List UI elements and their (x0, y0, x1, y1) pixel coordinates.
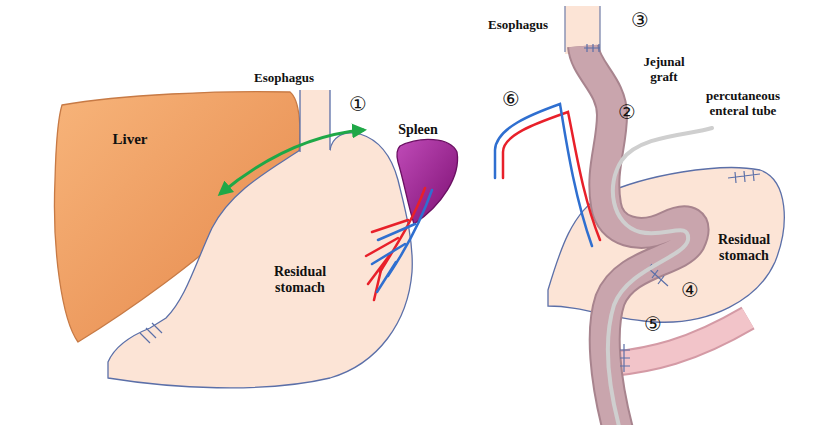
suture-marks (728, 170, 760, 183)
stomach-shape (548, 168, 784, 323)
organ-label: Liver (113, 131, 148, 148)
callout-number: ⑥ (502, 88, 520, 111)
callout-number: ② (618, 101, 636, 124)
graft-vessels (495, 104, 600, 246)
stomach-shape (104, 126, 416, 396)
suture-marks (646, 264, 668, 286)
callout-number: ⑤ (644, 313, 662, 336)
rotation-arrow (220, 130, 364, 194)
organ-label: Residual stomach (718, 232, 770, 264)
esophagus-outline (300, 90, 330, 152)
part-label: Jejunal graft (643, 55, 684, 85)
esophagus-tube (300, 90, 330, 155)
esophagus-tube (565, 6, 600, 54)
suture-marks (140, 323, 162, 343)
short-gastric-vessels (366, 188, 432, 300)
enteral-tube (608, 128, 712, 425)
callout-number: ③ (631, 9, 649, 32)
jejunal-graft-fill (583, 46, 694, 425)
callout-number: ④ (681, 279, 699, 302)
organ-label: Spleen (398, 122, 438, 138)
part-label: Esophagus (488, 18, 548, 33)
organ-label: Residual stomach (274, 264, 326, 296)
stomach-shape (108, 133, 412, 388)
jejunal-graft (583, 46, 694, 425)
jejunal-loop-fill (612, 318, 748, 364)
jejunal-loop (612, 318, 748, 364)
organ-node: Residual stomach (104, 126, 416, 396)
part-label: percutaneous enteral tube (687, 89, 799, 119)
part-label: Esophagus (254, 71, 314, 86)
esophagus-outline (565, 6, 600, 52)
callout-number: ① (349, 93, 367, 116)
suture-marks (620, 344, 630, 372)
suture-marks (584, 44, 600, 52)
organ-node: Residual stomach (544, 158, 794, 328)
